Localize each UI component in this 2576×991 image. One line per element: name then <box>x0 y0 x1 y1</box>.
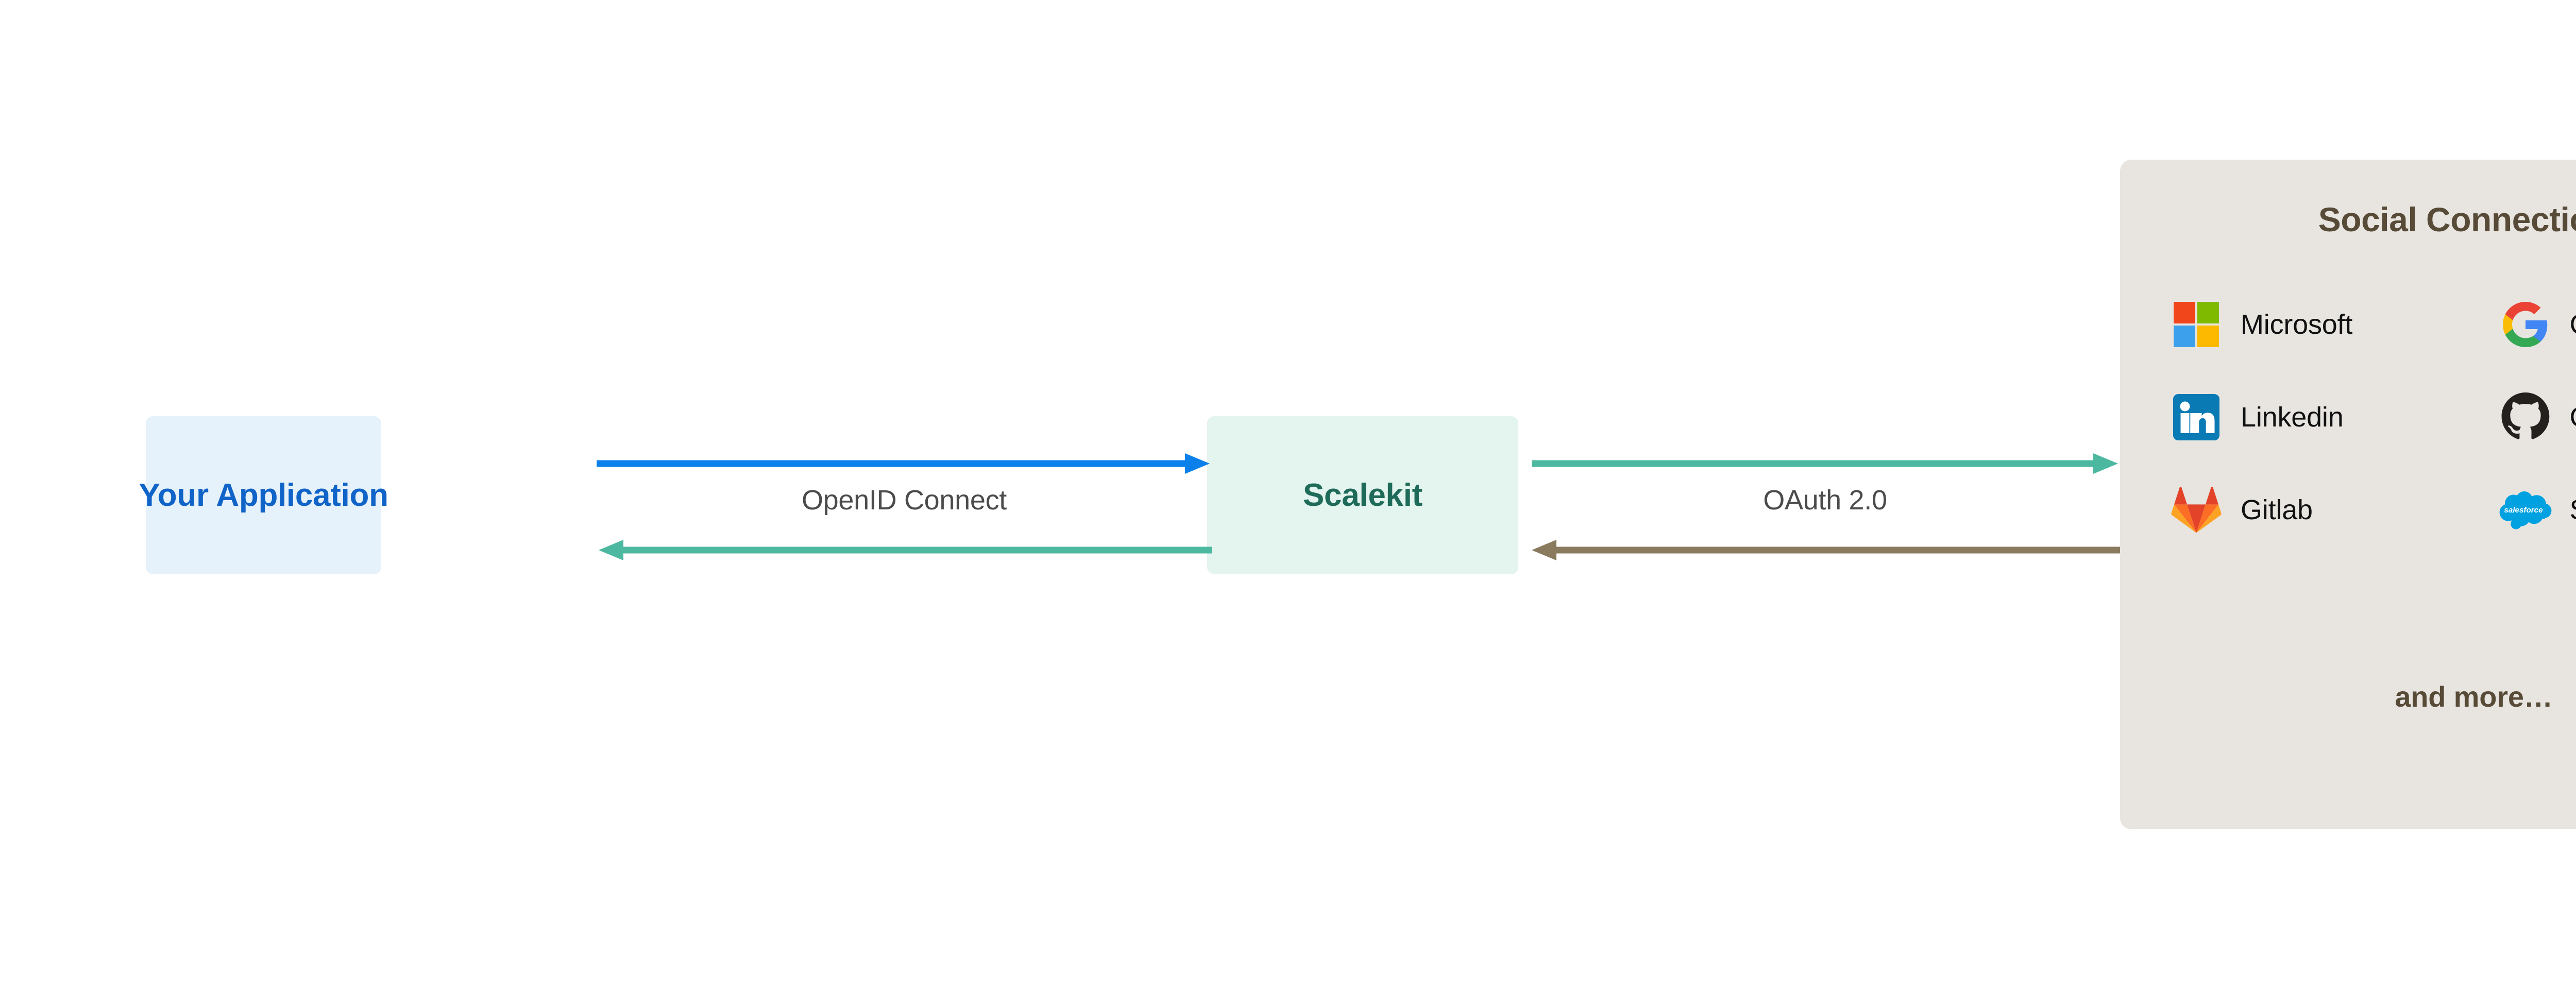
microsoft-logo-icon <box>2170 298 2223 351</box>
provider-microsoft-label: Microsoft <box>2241 309 2353 340</box>
github-logo-icon <box>2499 390 2552 444</box>
google-logo-icon <box>2499 298 2552 351</box>
node-your-application[interactable]: Your Application <box>139 416 388 574</box>
node-scalekit[interactable]: Scalekit <box>1207 416 1518 574</box>
node-your-application-label: Your Application <box>139 477 388 513</box>
social-connections-footer: and more… <box>2395 680 2553 713</box>
arrow-openid-outbound <box>597 453 1210 474</box>
arrow-oauth-outbound <box>1532 453 2118 474</box>
provider-salesforce[interactable]: salesforce Salesforce <box>2499 478 2576 542</box>
svg-text:salesforce: salesforce <box>2504 506 2543 515</box>
node-scalekit-label: Scalekit <box>1303 477 1422 513</box>
provider-microsoft[interactable]: Microsoft <box>2170 293 2499 356</box>
edge-label-openid-connect: OpenID Connect <box>801 485 1007 516</box>
provider-github-label: Github <box>2570 401 2576 433</box>
provider-linkedin-label: Linkedin <box>2241 402 2344 433</box>
gitlab-logo-icon <box>2170 483 2223 537</box>
linkedin-logo-icon <box>2170 390 2223 444</box>
provider-linkedin[interactable]: Linkedin <box>2170 385 2499 449</box>
social-connections-panel: Social Connections Microsoft <box>2120 160 2576 829</box>
provider-salesforce-label: Salesforce <box>2570 494 2576 526</box>
provider-github[interactable]: Github <box>2499 385 2576 449</box>
provider-gitlab-label: Gitlab <box>2241 494 2313 525</box>
provider-google-label: Google <box>2570 309 2576 340</box>
provider-google[interactable]: Google <box>2499 293 2576 356</box>
edge-oauth2-arrows <box>1532 453 2120 560</box>
social-connections-title: Social Connections <box>2318 200 2576 238</box>
arrow-openid-inbound <box>599 540 1212 560</box>
edge-label-oauth2: OAuth 2.0 <box>1763 485 1887 516</box>
social-connections-grid: Microsoft Google <box>2120 293 2576 542</box>
arrow-oauth-inbound <box>1532 540 2120 560</box>
edge-openid-connect-arrows <box>597 453 1212 560</box>
provider-gitlab[interactable]: Gitlab <box>2170 478 2499 542</box>
salesforce-logo-icon: salesforce <box>2499 483 2552 537</box>
